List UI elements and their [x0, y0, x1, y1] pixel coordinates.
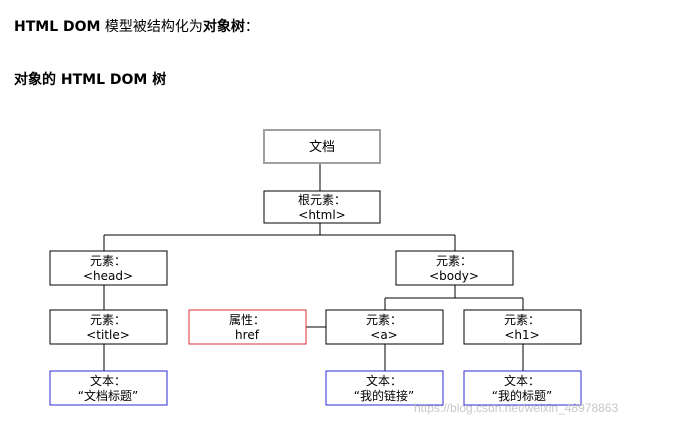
node-html-box [263, 190, 381, 224]
node-a-line2: <a> [370, 328, 397, 342]
node-h1-box [463, 309, 582, 345]
intro-middle: 模型被结构化为 [100, 19, 203, 35]
node-title: 元素： <title> [49, 309, 168, 345]
node-text-h1-box [463, 370, 582, 406]
node-a-line1: 元素： [366, 313, 402, 327]
node-attribute-line2: href [235, 328, 260, 342]
node-a: 元素： <a> [325, 309, 444, 345]
node-head-box [49, 250, 168, 286]
intro-bold: 对象树 [202, 19, 245, 35]
node-document-box [263, 129, 381, 164]
node-a-box [325, 309, 444, 345]
node-text-h1: 文本： “我的标题” [463, 370, 582, 406]
node-title-box [49, 309, 168, 345]
node-text-link-line2: “我的链接” [354, 388, 414, 403]
intro-suffix: ： [244, 19, 259, 35]
node-h1-line1: 元素： [504, 313, 540, 327]
node-body: 元素： <body> [395, 250, 514, 286]
tree-edges [103, 163, 524, 371]
node-h1: 元素： <h1> [463, 309, 582, 345]
node-document-label: 文档 [309, 140, 335, 155]
dom-tree-diagram: 文档 根元素： <html> 元素： <head> 元素： <body> 元素：… [44, 118, 590, 418]
node-html: 根元素： <html> [263, 190, 381, 224]
node-attribute-line1: 属性： [229, 313, 265, 327]
node-head: 元素： <head> [49, 250, 168, 286]
node-body-line2: <body> [429, 269, 479, 283]
node-h1-line2: <h1> [504, 328, 539, 342]
intro-text: HTML DOM 模型被结构化为对象树： [14, 17, 259, 37]
node-head-line2: <head> [83, 269, 133, 283]
node-title-line1: 元素： [90, 313, 126, 327]
node-attribute-href: 属性： href [188, 309, 307, 345]
intro-prefix: HTML DOM [14, 19, 101, 35]
node-text-title-line1: 文本： [90, 373, 126, 388]
node-text-title-line2: “文档标题” [78, 388, 138, 403]
watermark-url: https://blog.csdn.net/weixin_48978863 [414, 401, 619, 415]
node-text-link: 文本： “我的链接” [325, 370, 444, 406]
node-html-line2: <html> [298, 208, 345, 222]
node-html-line1: 根元素： [298, 193, 346, 207]
node-text-title: 文本： “文档标题” [49, 370, 168, 406]
node-text-title-box [49, 370, 168, 406]
node-head-line1: 元素： [90, 254, 126, 268]
node-text-link-line1: 文本： [366, 373, 402, 388]
node-text-link-box [325, 370, 444, 406]
node-title-line2: <title> [86, 328, 130, 342]
dom-tree-svg: 文档 根元素： <html> 元素： <head> 元素： <body> 元素：… [49, 129, 582, 406]
node-body-box [395, 250, 514, 286]
node-text-h1-line1: 文本： [504, 373, 540, 388]
node-text-h1-line2: “我的标题” [492, 388, 552, 403]
section-heading: 对象的 HTML DOM 树 [14, 72, 167, 88]
node-document: 文档 [263, 129, 381, 164]
node-body-line1: 元素： [436, 254, 472, 268]
node-attribute-box [188, 309, 307, 345]
